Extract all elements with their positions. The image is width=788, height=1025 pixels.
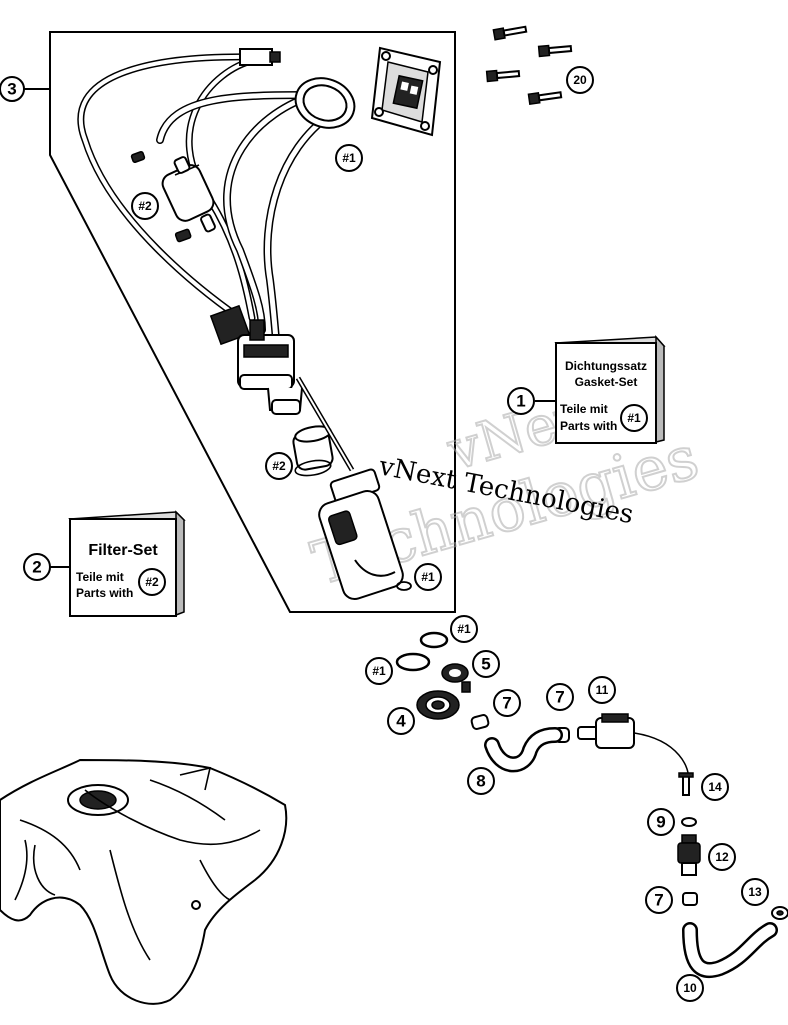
callout-4: 4 [387, 707, 415, 735]
filter-box-line1: Teile mit [76, 570, 124, 584]
callout-7-left: 7 [493, 689, 521, 717]
ref1-ring-lower-label: #1 [372, 664, 386, 678]
ref1-ring-upper-label: #1 [457, 622, 471, 636]
callout-7-lower: 7 [645, 886, 673, 914]
callout-14-label: 14 [708, 780, 722, 794]
filter-box-line2: Parts with [76, 586, 133, 600]
callout-7-lower-label: 7 [654, 891, 663, 910]
screws-20 [485, 25, 573, 106]
hose-10 [682, 922, 778, 979]
callout-ref1-ring-upper: #1 [450, 615, 478, 643]
nipple-12 [677, 834, 701, 876]
pump-housing [318, 468, 412, 601]
callout-7-middle-label: 7 [555, 688, 564, 707]
flange-gasket [294, 77, 356, 129]
fuel-tank [0, 758, 288, 1005]
callout-20: 20 [566, 66, 594, 94]
gasket-box-ref: #1 [627, 411, 641, 425]
gasket-box-line4: Parts with [560, 419, 617, 433]
callout-10-label: 10 [683, 981, 697, 995]
callout-13: 13 [741, 878, 769, 906]
fuel-pump-motor [209, 304, 303, 415]
callout-9: 9 [647, 808, 675, 836]
gasket-box-line1: Dichtungssatz [565, 359, 647, 373]
callout-ref1-ring-lower: #1 [365, 657, 393, 685]
clamp-13 [771, 906, 788, 920]
callout-ref1-housing: #1 [414, 563, 442, 591]
o-rings [395, 631, 449, 672]
callout-ref2-filter: #2 [131, 192, 159, 220]
wiring-harness [77, 48, 281, 322]
callout-7-middle: 7 [546, 683, 574, 711]
callout-4-label: 4 [396, 712, 406, 731]
callout-11: 11 [588, 676, 616, 704]
callout-20-label: 20 [573, 73, 587, 87]
callout-14: 14 [701, 773, 729, 801]
ref1-housing-label: #1 [421, 570, 435, 584]
callout-2: 2 [23, 553, 51, 581]
callout-13-label: 13 [748, 885, 762, 899]
callout-5-label: 5 [481, 655, 490, 674]
gasket-box-line3: Teile mit [560, 402, 608, 416]
callout-9-label: 9 [656, 813, 665, 832]
callout-3: 3 [0, 76, 25, 102]
ref2-sleeve-label: #2 [272, 459, 286, 473]
callout-1: 1 [507, 387, 535, 415]
gasket-box-line2: Gasket-Set [575, 375, 638, 389]
filter-box-title: Filter-Set [88, 542, 158, 559]
fuel-pump-assembly-outline [49, 31, 456, 613]
callout-8: 8 [467, 767, 495, 795]
callout-ref2-sleeve: #2 [265, 452, 293, 480]
pin-14 [678, 772, 694, 796]
callout-8-label: 8 [476, 772, 485, 791]
seal-4 [416, 690, 460, 720]
fuel-filter [130, 151, 216, 243]
hose-clamp-7c [682, 892, 698, 906]
elbow-hose-8 [484, 727, 563, 773]
filter-set-box: Filter-Set Teile mit Parts with #2 [68, 510, 186, 617]
gasket-set-box: Dichtungssatz Gasket-Set Teile mit Parts… [554, 335, 666, 444]
ref1-flange-label: #1 [342, 151, 356, 165]
callout-5: 5 [472, 650, 500, 678]
hose-clamp-7a [470, 714, 490, 730]
filter-box-ref: #2 [145, 575, 159, 589]
pump-flange [370, 46, 442, 137]
filter-sleeve [292, 425, 334, 477]
callout-12-label: 12 [715, 850, 729, 864]
callout-3-label: 3 [7, 80, 16, 99]
callout-11-label: 11 [596, 683, 609, 697]
callout-1-label: 1 [516, 392, 525, 411]
callout-7-left-label: 7 [502, 694, 511, 713]
o-ring-9 [681, 817, 697, 827]
harness-connector [239, 48, 273, 66]
ref2-filter-label: #2 [138, 199, 152, 213]
quick-connector-11 [577, 713, 689, 779]
callout-10: 10 [676, 974, 704, 1002]
callout-ref1-flange: #1 [335, 144, 363, 172]
callout-2-label: 2 [32, 558, 41, 577]
callout-12: 12 [708, 843, 736, 871]
seal-5 [441, 663, 471, 693]
